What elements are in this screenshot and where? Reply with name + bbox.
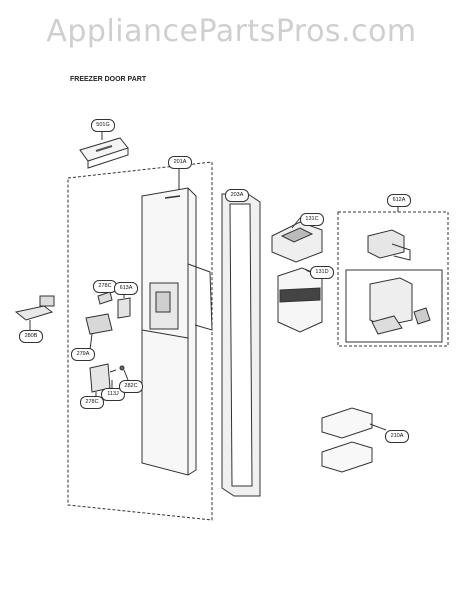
section-title: FREEZER DOOR PART <box>70 76 147 83</box>
callout-131d[interactable]: 131D <box>310 266 334 279</box>
part-501g-top-cap <box>79 137 129 169</box>
door-assembly-boundary <box>67 161 213 521</box>
callout-210a[interactable]: 210A <box>385 430 409 443</box>
part-lower-dispenser-pieces <box>89 363 125 393</box>
part-210a-door-shelves <box>321 407 373 473</box>
part-131c-bin-cover <box>271 221 323 263</box>
watermark-logo: AppliancePartsPros.com <box>46 14 417 49</box>
callout-203a[interactable]: 203A <box>225 189 249 202</box>
callout-501g[interactable]: 501G <box>91 119 115 132</box>
callout-201a[interactable]: 201A <box>168 156 192 169</box>
part-201a-freezer-door <box>141 187 213 476</box>
callout-280b[interactable]: 280B <box>19 330 43 343</box>
callout-131c[interactable]: 131C <box>300 213 324 226</box>
callout-113j[interactable]: 113J <box>101 388 125 401</box>
part-280b-hinge <box>14 295 55 321</box>
part-612a-inner-box <box>345 269 443 343</box>
callout-612a[interactable]: 612A <box>387 194 411 207</box>
callout-278c-lower[interactable]: 278C <box>80 396 104 409</box>
callout-613a[interactable]: 613A <box>114 282 138 295</box>
part-279a-dispenser-cover <box>85 313 113 335</box>
part-612a-ice-maker-upper <box>367 229 411 261</box>
part-612a-group-box <box>337 211 449 347</box>
callout-279a[interactable]: 279A <box>71 348 95 361</box>
part-203a-door-gasket <box>221 193 261 497</box>
part-131d-ice-bin <box>277 267 323 333</box>
part-278c-small-bracket <box>97 291 113 305</box>
part-613a-latch <box>117 297 131 319</box>
callout-282c[interactable]: 282C <box>119 380 143 393</box>
part-612a-ice-maker-lower <box>369 277 431 335</box>
